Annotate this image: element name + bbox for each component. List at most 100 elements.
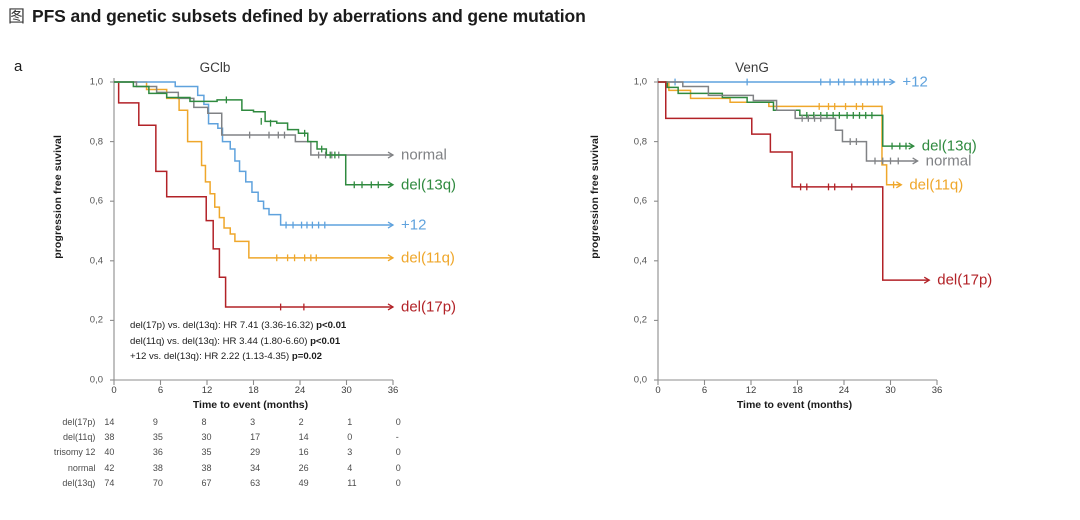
risk-row-label: del(17p) bbox=[62, 416, 96, 427]
survival-curve bbox=[658, 81, 918, 162]
risk-value: 3 bbox=[250, 416, 256, 427]
risk-value: 34 bbox=[250, 462, 261, 473]
y-tick-label: 0,2 bbox=[633, 314, 647, 326]
risk-value: 11 bbox=[347, 478, 357, 489]
risk-value: 38 bbox=[201, 462, 212, 473]
y-tick-label: 1,0 bbox=[633, 76, 647, 88]
risk-value: 0 bbox=[347, 432, 353, 443]
risk-value: 2 bbox=[298, 416, 304, 427]
p-value: p<0.01 bbox=[310, 335, 341, 347]
x-tick-label: 12 bbox=[745, 385, 757, 396]
y-tick-label: 0,8 bbox=[89, 136, 103, 148]
risk-value: 1 bbox=[347, 416, 353, 427]
survival-curve bbox=[114, 81, 393, 308]
risk-value: - bbox=[395, 432, 399, 443]
x-axis-label-veng: Time to event (months) bbox=[736, 399, 853, 411]
figure-marker-icon: 图 bbox=[8, 7, 25, 27]
y-tick-label: 1,0 bbox=[89, 76, 103, 88]
chart-title-gclb: GClb bbox=[199, 60, 231, 75]
curve-end-arrow bbox=[387, 254, 395, 262]
survival-curve bbox=[658, 81, 914, 147]
risk-value: 16 bbox=[298, 447, 309, 458]
survival-curve bbox=[658, 81, 902, 186]
curve-label-del13q: del(13q) bbox=[401, 176, 457, 194]
curve-label-normal: normal bbox=[925, 152, 972, 170]
curve-label-del17p: del(17p) bbox=[401, 298, 457, 316]
statistics-text: del(11q) vs. del(13q): HR 3.44 (1.80-6.6… bbox=[130, 335, 311, 347]
x-tick-label: 0 bbox=[111, 385, 117, 396]
risk-row-label: normal bbox=[67, 462, 96, 473]
y-axis-label-gclb: progression free suvival bbox=[52, 135, 64, 259]
x-axis-label-gclb: Time to event (months) bbox=[192, 399, 309, 411]
risk-value: 38 bbox=[152, 462, 163, 473]
risk-row-label: del(13q) bbox=[62, 478, 96, 489]
curve-end-arrow bbox=[908, 142, 916, 150]
x-tick-label: 12 bbox=[201, 385, 213, 396]
risk-value: 35 bbox=[201, 447, 212, 458]
y-tick-label: 0,2 bbox=[89, 314, 103, 326]
panel-letter-a: a bbox=[14, 58, 23, 75]
risk-value: 36 bbox=[152, 447, 163, 458]
y-tick-label: 0,8 bbox=[633, 136, 647, 148]
survival-curve bbox=[114, 81, 393, 156]
risk-value: 14 bbox=[298, 432, 309, 443]
risk-value: 70 bbox=[152, 478, 163, 489]
x-tick-label: 6 bbox=[157, 385, 164, 396]
curve-label-del13q: del(13q) bbox=[921, 137, 977, 155]
statistics-text: +12 vs. del(13q): HR 2.22 (1.13-4.35) bbox=[130, 351, 292, 363]
curve-end-arrow bbox=[889, 78, 896, 86]
risk-value: 9 bbox=[152, 416, 158, 427]
x-tick-label: 24 bbox=[838, 385, 850, 396]
survival-curve bbox=[658, 81, 930, 281]
statistics-annotation-gclb: del(17p) vs. del(13q): HR 7.41 (3.36-16.… bbox=[130, 318, 346, 365]
risk-value: 42 bbox=[104, 462, 115, 473]
chart-title-veng: VenG bbox=[735, 60, 769, 75]
risk-value: 8 bbox=[201, 416, 207, 427]
risk-value: 26 bbox=[298, 462, 309, 473]
curve-end-arrow bbox=[387, 151, 395, 159]
curve-label-del11q: del(11q) bbox=[909, 176, 964, 194]
risk-row-label: trisomy 12 bbox=[53, 447, 96, 458]
x-tick-label: 6 bbox=[701, 385, 708, 396]
risk-value: 0 bbox=[395, 447, 401, 458]
panel-gclb: GClb progression free suvival Time to ev… bbox=[24, 60, 456, 491]
curve-end-arrow bbox=[387, 181, 395, 189]
risk-value: 35 bbox=[152, 432, 163, 443]
survival-curve bbox=[114, 81, 393, 186]
curve-label-del17p: del(17p) bbox=[937, 271, 993, 289]
statistics-line: del(11q) vs. del(13q): HR 3.44 (1.80-6.6… bbox=[130, 334, 346, 350]
statistics-line: +12 vs. del(13q): HR 2.22 (1.13-4.35) p=… bbox=[130, 349, 346, 365]
risk-value: 17 bbox=[250, 432, 261, 443]
risk-value: 67 bbox=[201, 478, 212, 489]
curve-label-del11q: del(11q) bbox=[401, 249, 455, 267]
x-tick-label: 30 bbox=[341, 385, 352, 396]
curve-end-arrow bbox=[896, 181, 903, 189]
x-tick-label: 18 bbox=[792, 385, 803, 396]
statistics-line: del(17p) vs. del(13q): HR 7.41 (3.36-16.… bbox=[130, 318, 346, 334]
y-axis-label-veng: progression free suvival bbox=[589, 135, 601, 259]
survival-curve bbox=[114, 81, 393, 226]
risk-value: 4 bbox=[347, 462, 353, 473]
y-tick-label: 0,0 bbox=[89, 374, 103, 386]
curve-label-12: +12 bbox=[401, 216, 427, 234]
y-tick-label: 0,6 bbox=[633, 195, 647, 207]
p-value: p=0.02 bbox=[291, 351, 322, 363]
risk-row-label: del(11q) bbox=[62, 432, 96, 443]
risk-value: 74 bbox=[104, 478, 115, 489]
curve-end-arrow bbox=[387, 221, 395, 229]
kaplan-meier-curves-gclb bbox=[110, 78, 395, 385]
x-tick-label: 24 bbox=[294, 385, 306, 396]
kaplan-meier-curves-veng bbox=[654, 78, 938, 385]
risk-value: 49 bbox=[298, 478, 309, 489]
risk-value: 0 bbox=[395, 416, 401, 427]
risk-value: 38 bbox=[104, 432, 115, 443]
y-tick-label: 0,4 bbox=[89, 255, 103, 267]
y-tick-label: 0,4 bbox=[633, 255, 647, 267]
